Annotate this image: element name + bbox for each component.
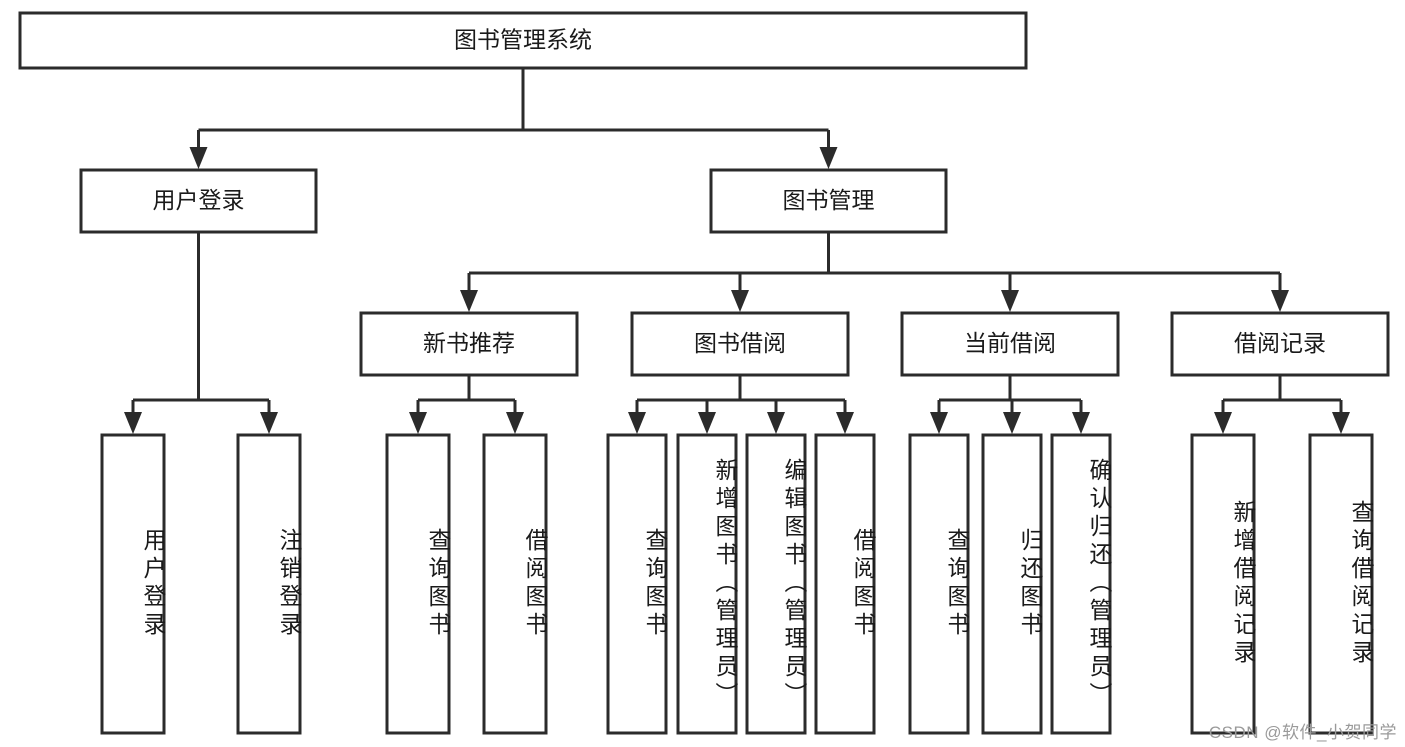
node-current-borrow[interactable]: 当前借阅 bbox=[900, 311, 1120, 377]
node-box bbox=[1190, 433, 1256, 735]
node-label: 借阅记录 bbox=[1234, 330, 1326, 356]
arrowhead-leaf-borrow-book-rec bbox=[506, 412, 524, 434]
node-box bbox=[745, 433, 807, 735]
node-box bbox=[1308, 433, 1374, 735]
connector-layer bbox=[124, 68, 1350, 434]
arrowhead-leaf-query-book-borrow bbox=[628, 412, 646, 434]
arrowhead-leaf-edit-book bbox=[767, 412, 785, 434]
leaf-node-leaf-user-login[interactable] bbox=[100, 433, 166, 735]
arrowhead-new-book-recommend bbox=[460, 290, 478, 312]
node-box bbox=[1050, 433, 1112, 735]
node-label: 图书管理系统 bbox=[454, 27, 592, 53]
node-box bbox=[814, 433, 876, 735]
arrowhead-leaf-user-login bbox=[124, 412, 142, 434]
leaf-node-leaf-query-book-rec[interactable] bbox=[385, 433, 451, 735]
node-new-book-recommend[interactable]: 新书推荐 bbox=[359, 311, 579, 377]
arrowhead-borrow-records bbox=[1271, 290, 1289, 312]
arrowhead-leaf-query-book-rec bbox=[409, 412, 427, 434]
node-label: 新书推荐 bbox=[423, 330, 515, 356]
leaf-node-leaf-return-book[interactable] bbox=[981, 433, 1043, 735]
arrowhead-leaf-logout bbox=[260, 412, 278, 434]
leaf-node-leaf-borrow-book[interactable] bbox=[814, 433, 876, 735]
node-box bbox=[1170, 311, 1390, 377]
leaf-node-leaf-edit-book[interactable] bbox=[745, 433, 807, 735]
watermark-text: CSDN @软件_小贺同学 bbox=[1208, 723, 1397, 742]
arrowhead-leaf-confirm-return bbox=[1072, 412, 1090, 434]
node-box bbox=[385, 433, 451, 735]
arrowhead-leaf-query-record bbox=[1332, 412, 1350, 434]
node-box bbox=[482, 433, 548, 735]
node-label: 用户登录 bbox=[153, 187, 245, 213]
node-box bbox=[908, 433, 970, 735]
arrowhead-leaf-add-book bbox=[698, 412, 716, 434]
arrowhead-leaf-add-record bbox=[1214, 412, 1232, 434]
leaf-node-leaf-query-book-cur[interactable] bbox=[908, 433, 970, 735]
node-label: 当前借阅 bbox=[964, 330, 1056, 356]
leaf-node-leaf-confirm-return[interactable] bbox=[1050, 433, 1112, 735]
node-box bbox=[709, 168, 948, 234]
node-user-login[interactable]: 用户登录 bbox=[79, 168, 318, 234]
node-root[interactable]: 图书管理系统 bbox=[18, 11, 1028, 70]
node-box bbox=[100, 433, 166, 735]
leaf-node-leaf-add-book[interactable] bbox=[676, 433, 738, 735]
arrowhead-leaf-query-book-cur bbox=[930, 412, 948, 434]
node-box bbox=[79, 168, 318, 234]
node-box bbox=[630, 311, 850, 377]
leaf-node-leaf-logout[interactable] bbox=[236, 433, 302, 735]
arrowhead-user-login bbox=[189, 147, 208, 169]
leaf-node-leaf-borrow-book-rec[interactable] bbox=[482, 433, 548, 735]
leaf-node-leaf-query-record[interactable] bbox=[1308, 433, 1374, 735]
arrowhead-leaf-borrow-book bbox=[836, 412, 854, 434]
leaf-node-leaf-add-record[interactable] bbox=[1190, 433, 1256, 735]
arrowhead-current-borrow bbox=[1001, 290, 1019, 312]
node-label: 图书借阅 bbox=[694, 330, 786, 356]
node-book-manage[interactable]: 图书管理 bbox=[709, 168, 948, 234]
node-box bbox=[359, 311, 579, 377]
leaf-node-leaf-query-book-borrow[interactable] bbox=[606, 433, 668, 735]
node-book-borrow[interactable]: 图书借阅 bbox=[630, 311, 850, 377]
node-box bbox=[18, 11, 1028, 70]
arrowhead-book-manage bbox=[819, 147, 838, 169]
node-box bbox=[606, 433, 668, 735]
node-box bbox=[900, 311, 1120, 377]
node-box bbox=[236, 433, 302, 735]
node-box bbox=[676, 433, 738, 735]
arrowhead-book-borrow bbox=[731, 290, 749, 312]
node-label: 图书管理 bbox=[783, 187, 875, 213]
node-box bbox=[981, 433, 1043, 735]
arrowhead-leaf-return-book bbox=[1003, 412, 1021, 434]
node-borrow-records[interactable]: 借阅记录 bbox=[1170, 311, 1390, 377]
